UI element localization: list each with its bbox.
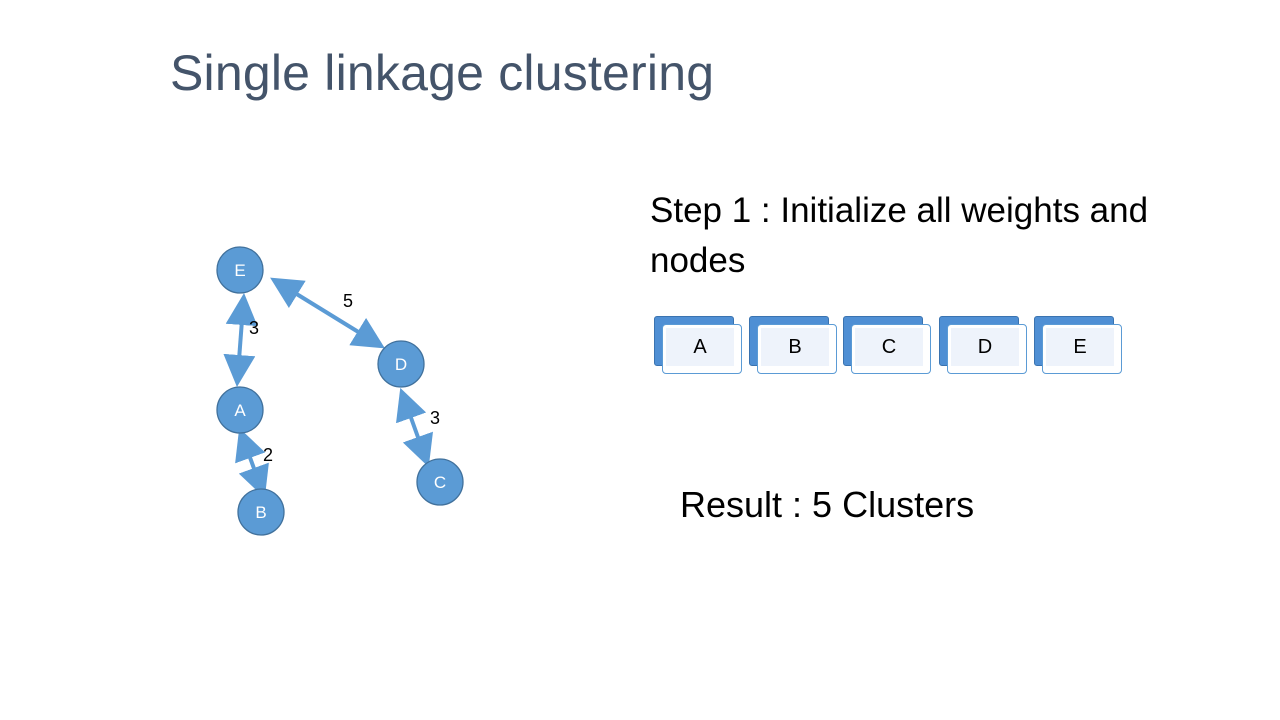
cluster-a-label: A [666, 328, 734, 366]
cluster-c: C [843, 316, 931, 376]
node-b-label: B [255, 503, 266, 522]
step-description: Step 1 : Initialize all weights and node… [650, 191, 1149, 280]
edge-a-b [235, 427, 269, 499]
node-b: B [237, 488, 285, 536]
cluster-d-label: D [951, 328, 1019, 366]
node-d: D [377, 340, 425, 388]
cluster-b: B [749, 316, 837, 376]
node-e: E [216, 246, 264, 294]
edge-weight-e-d: 5 [343, 291, 353, 311]
cluster-b-label: B [761, 328, 829, 366]
node-c: C [416, 458, 464, 506]
cluster-list: A B C D E [654, 316, 1134, 378]
edge-e-a [223, 293, 258, 387]
node-e-label: E [234, 261, 245, 280]
node-d-label: D [395, 355, 407, 374]
cluster-e: E [1034, 316, 1122, 376]
node-a: A [216, 386, 264, 434]
cluster-d: D [939, 316, 1027, 376]
cluster-a: A [654, 316, 742, 376]
edge-weight-e-a: 3 [249, 318, 259, 338]
edge-weight-a-b: 2 [263, 445, 273, 465]
cluster-e-label: E [1046, 328, 1114, 366]
result-text: Result : 5 Clusters [680, 484, 975, 525]
slide-title: Single linkage clustering [170, 45, 715, 101]
edge-d-c [396, 387, 433, 468]
edge-e-d [270, 277, 385, 349]
node-c-label: C [434, 473, 446, 492]
cluster-c-label: C [855, 328, 923, 366]
edge-weight-d-c: 3 [430, 408, 440, 428]
node-a-label: A [234, 401, 246, 420]
